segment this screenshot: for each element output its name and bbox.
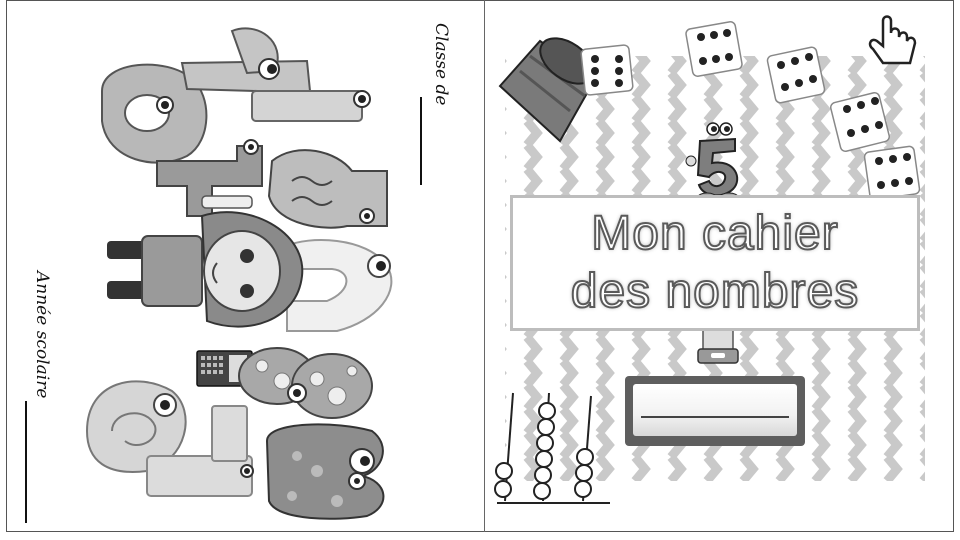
number-9-character bbox=[101, 63, 208, 164]
class-writing-line[interactable] bbox=[420, 97, 422, 185]
number-4-character bbox=[156, 145, 263, 217]
cover-title-line-2: des nombres bbox=[570, 264, 860, 319]
abacus-icon bbox=[494, 392, 610, 504]
cover-title-line-1: Mon cahier bbox=[590, 206, 839, 261]
fold-line bbox=[484, 0, 485, 532]
number-2-character bbox=[285, 239, 393, 332]
name-badge-field[interactable] bbox=[633, 384, 797, 436]
name-writing-line bbox=[641, 416, 789, 418]
school-year-label: Année scolaire bbox=[32, 271, 52, 399]
number-1-character bbox=[251, 90, 363, 122]
badge-clip-icon bbox=[697, 324, 739, 364]
dice-icon-2 bbox=[685, 21, 743, 77]
pointing-hand-icon bbox=[868, 15, 917, 65]
dice-icon-5 bbox=[863, 145, 921, 201]
number-8-character bbox=[238, 347, 373, 419]
dice-icon-1 bbox=[580, 44, 634, 96]
front-cover: Mon cahier des nombres bbox=[485, 1, 953, 531]
dice-icon-3 bbox=[766, 46, 826, 104]
number-5-character bbox=[267, 149, 388, 229]
ruler-character bbox=[146, 405, 253, 497]
cover-title-box: Mon cahier des nombres bbox=[510, 195, 920, 331]
child-character bbox=[107, 195, 304, 328]
dice-icon-4 bbox=[830, 92, 890, 152]
numbers-illustration bbox=[85, 27, 393, 520]
class-label: Classe de bbox=[431, 23, 451, 106]
school-year-writing-line[interactable] bbox=[25, 401, 27, 523]
back-cover: Classe de Année scolaire bbox=[7, 1, 483, 531]
name-badge bbox=[625, 376, 805, 446]
